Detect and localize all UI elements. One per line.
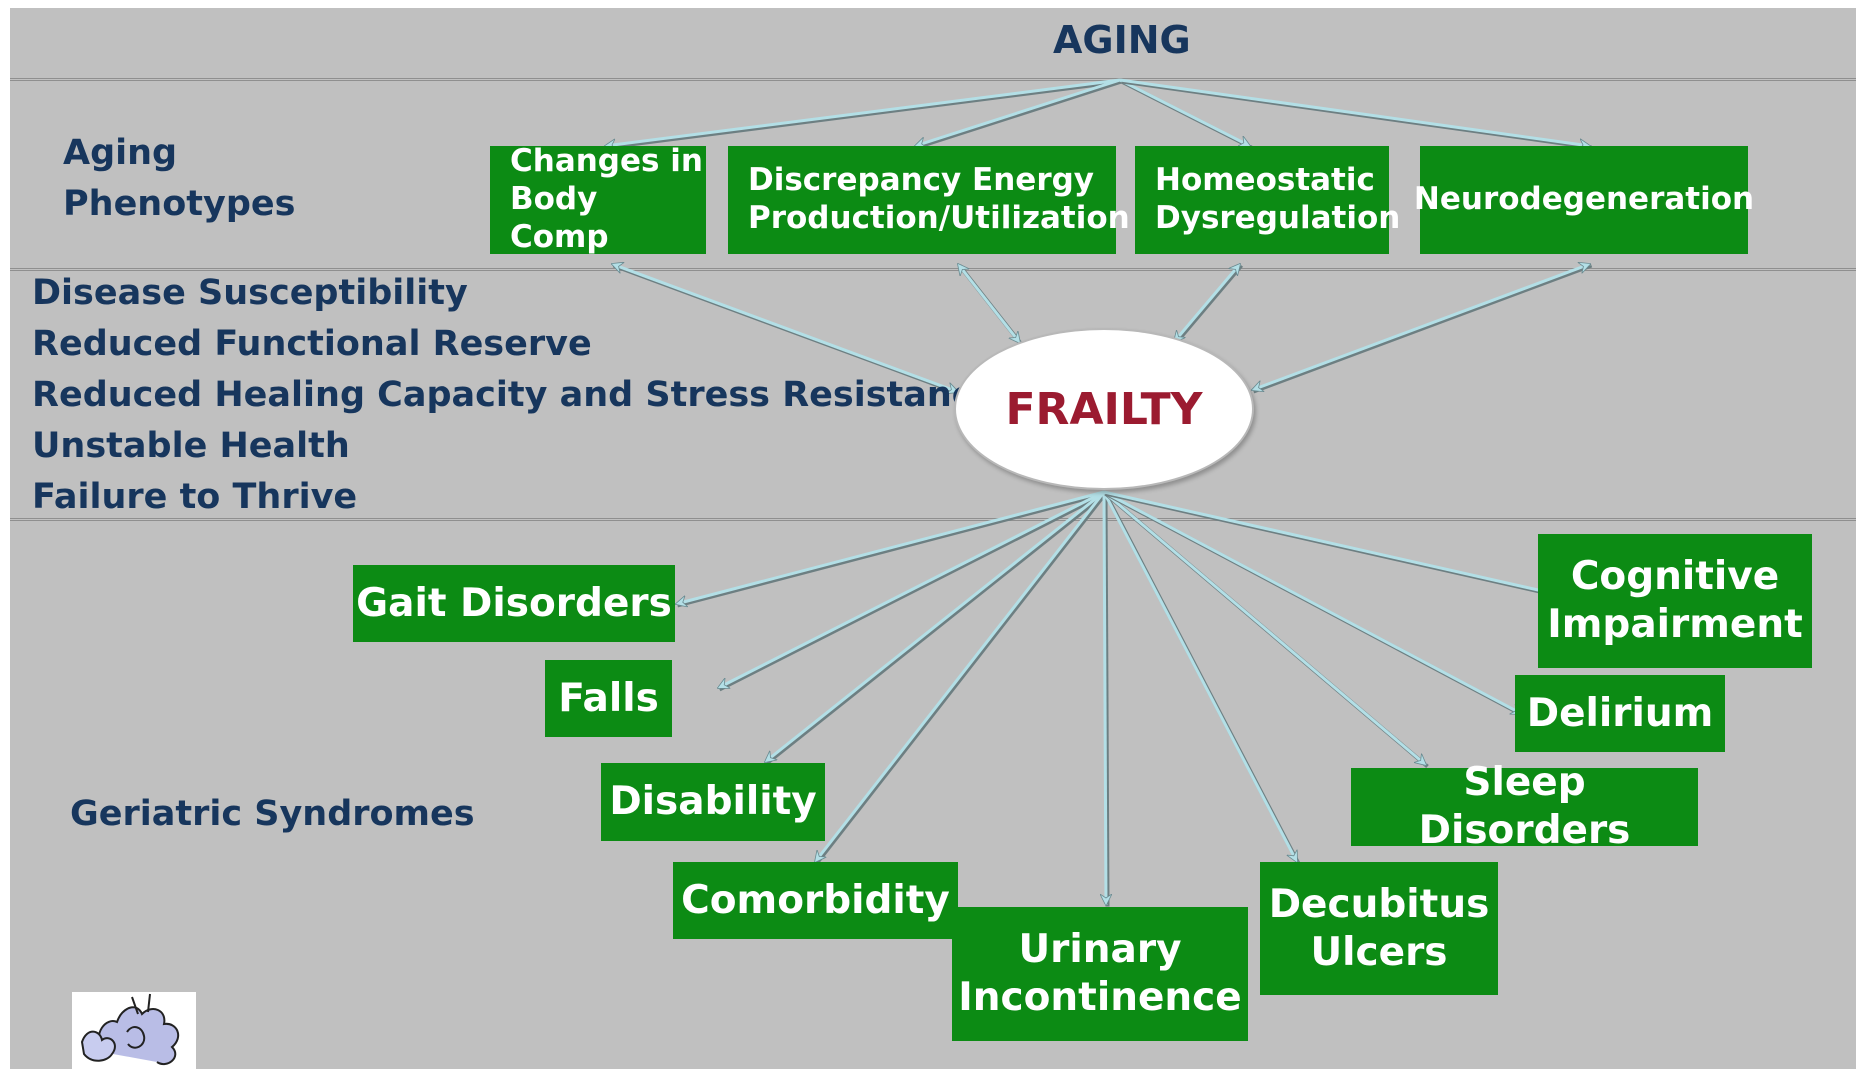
- arrow-line: [1103, 490, 1522, 716]
- syndrome-box-gait: Gait Disorders: [353, 565, 675, 642]
- consequence-item: Failure to Thrive: [32, 477, 358, 517]
- phenotype-box-body-comp: Changes in Body Comp: [490, 143, 706, 255]
- arrow-shadow: [718, 491, 1107, 692]
- phenotype-box-neuro: Neurodegeneration: [1414, 146, 1754, 254]
- syndrome-label-line: Sleep Disorders: [1418, 760, 1631, 853]
- frailty-node: FRAILTY: [954, 328, 1254, 490]
- syndrome-box-delirium: Delirium: [1515, 675, 1725, 752]
- arrow-shadow: [606, 79, 1122, 150]
- consequence-item: Unstable Health: [32, 426, 350, 466]
- arrow-shadow: [915, 79, 1123, 150]
- arrow-shadow: [676, 491, 1107, 608]
- geriatric-syndromes-label: Geriatric Syndromes: [70, 794, 475, 834]
- arrow-line: [915, 78, 1121, 146]
- arrow-line: [1174, 264, 1240, 342]
- syndrome-label-line: Gait Disorders: [356, 580, 672, 626]
- arrow-line: [1119, 78, 1250, 148]
- syndrome-box-decubitus: Decubitus Ulcers: [1260, 862, 1498, 995]
- syndrome-label-line: Falls: [558, 675, 659, 721]
- aging-phenotypes-label: Aging Phenotypes: [63, 128, 295, 230]
- syndrome-label-line: Incontinence: [958, 975, 1242, 1020]
- arrow-line: [1252, 264, 1590, 390]
- phenotype-label-line: Dysregulation: [1155, 200, 1401, 236]
- phenotype-frailty-edges: [612, 263, 1593, 396]
- consequence-item: Reduced Healing Capacity and Stress Resi…: [32, 375, 997, 415]
- syndrome-label-line: Disability: [609, 779, 817, 825]
- arrow-shadow: [814, 492, 1108, 865]
- arrow-line: [956, 264, 1022, 343]
- aging-title: AGING: [1053, 18, 1191, 62]
- aging-edges: [605, 78, 1592, 150]
- arrow-line: [676, 490, 1105, 604]
- arrow-shadow: [765, 491, 1107, 766]
- phenotype-box-energy: Discrepancy Energy Production/Utilizatio…: [728, 146, 1130, 254]
- syndrome-label-line: Urinary: [1018, 927, 1182, 973]
- phenotype-label-line: Body Comp: [510, 181, 609, 255]
- logo-image: [72, 992, 196, 1069]
- syndrome-box-comorbidity: Comorbidity: [673, 862, 958, 939]
- syndrome-box-falls: Falls: [545, 660, 672, 737]
- syndrome-box-urinary: Urinary Incontinence: [952, 907, 1248, 1041]
- band-aging: [10, 8, 1856, 78]
- aging-phenotypes-label-line-2: Phenotypes: [63, 184, 296, 224]
- frailty-syndrome-edges: [676, 490, 1580, 907]
- logo-icon: [80, 993, 180, 1066]
- arrow-line: [1103, 490, 1426, 765]
- syndrome-label-line: Impairment: [1547, 602, 1803, 647]
- arrow-line: [1103, 490, 1578, 599]
- syndrome-label-line: Delirium: [1526, 690, 1714, 736]
- phenotype-label-line: Neurodegeneration: [1413, 181, 1755, 218]
- arrow-shadow: [1252, 263, 1593, 394]
- phenotype-box-homeostatic: Homeostatic Dysregulation: [1135, 146, 1400, 254]
- phenotype-label-line: Discrepancy Energy: [748, 162, 1095, 199]
- arrow-line: [1104, 491, 1106, 905]
- phenotype-label-line: Production/Utilization: [748, 200, 1130, 236]
- consequence-item: Disease Susceptibility: [32, 273, 468, 313]
- arrow-line: [1119, 78, 1590, 146]
- arrow-line: [718, 490, 1105, 690]
- phenotype-label-line: Changes in: [510, 143, 703, 180]
- syndrome-box-disability: Disability: [601, 763, 825, 841]
- phenotype-label-line: Homeostatic: [1155, 162, 1375, 199]
- arrow-line: [605, 78, 1121, 146]
- arrow-line: [612, 264, 958, 392]
- syndrome-label-line: Decubitus: [1268, 881, 1490, 927]
- aging-phenotypes-label-line-1: Aging: [63, 133, 178, 173]
- syndrome-label-line: Cognitive: [1570, 554, 1780, 600]
- arrow-shadow: [1173, 264, 1244, 345]
- consequence-item: Reduced Functional Reserve: [32, 324, 592, 364]
- arrow-line: [1102, 491, 1299, 862]
- syndrome-box-cognitive: Cognitive Impairment: [1538, 534, 1812, 668]
- arrow-line: [813, 491, 1106, 862]
- frailty-consequences-list: Disease Susceptibility Reduced Functiona…: [32, 268, 996, 523]
- syndrome-box-sleep: Sleep Disorders: [1351, 760, 1698, 853]
- syndrome-label-line: Ulcers: [1310, 929, 1448, 975]
- arrow-line: [765, 490, 1105, 762]
- syndrome-label-line: Comorbidity: [681, 877, 950, 923]
